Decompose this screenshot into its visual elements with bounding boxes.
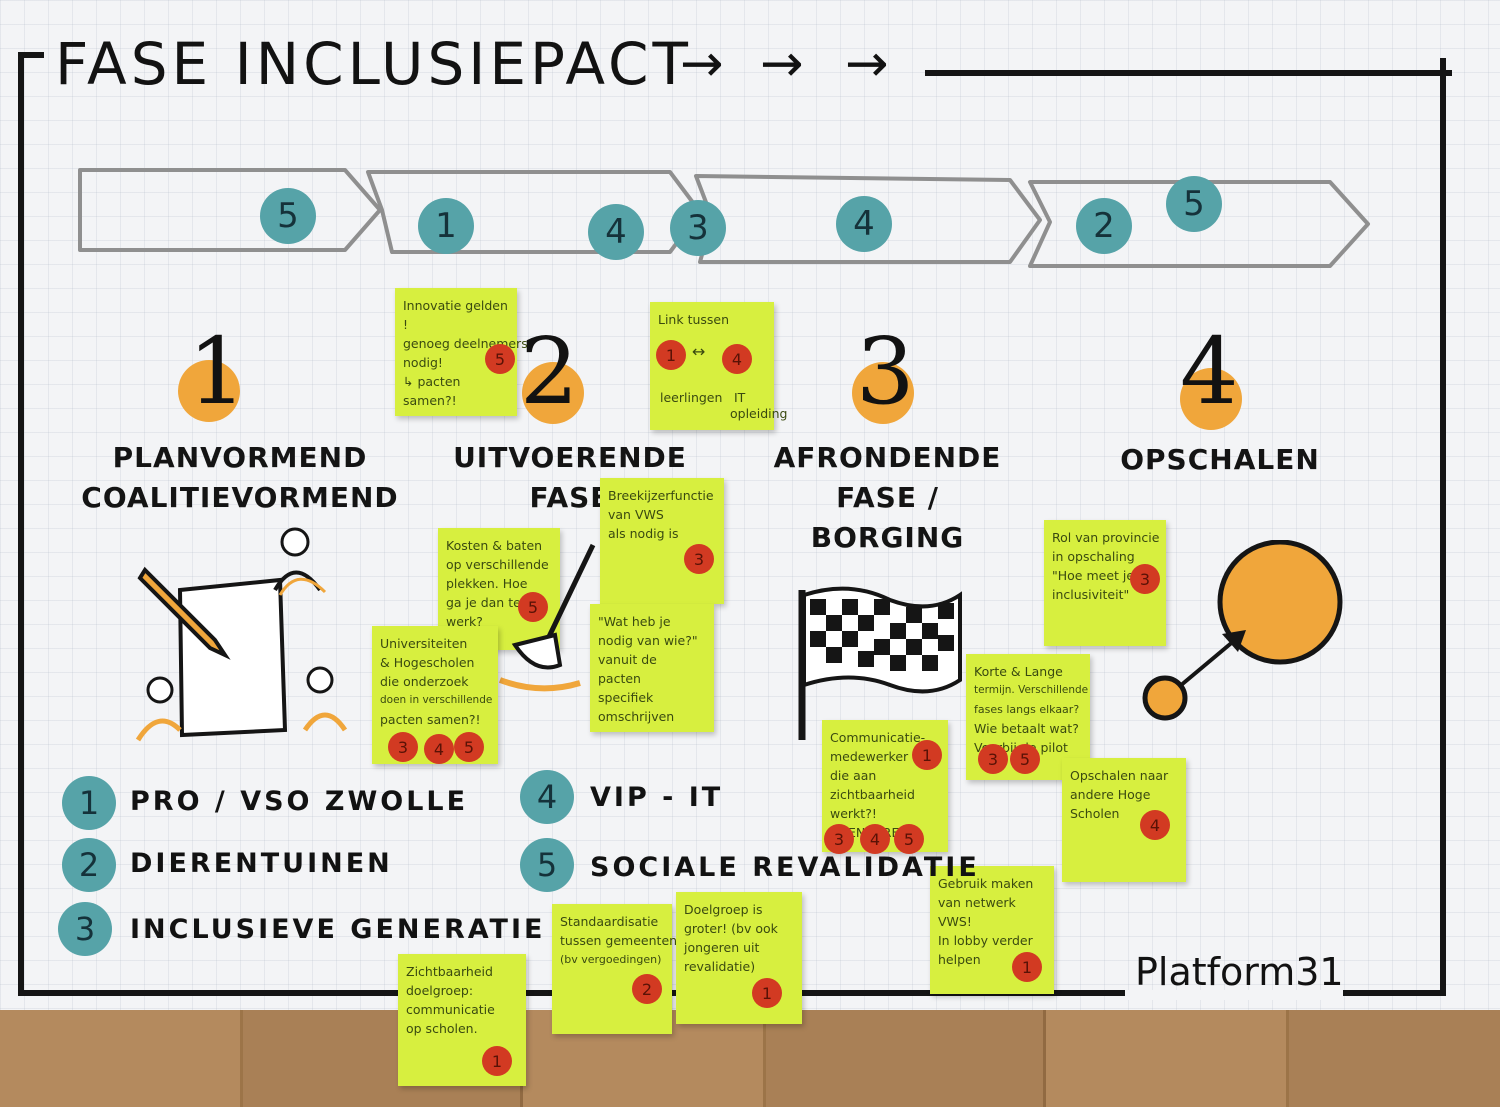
legend-dot: 1	[62, 776, 116, 830]
vote-dot: 1	[1012, 952, 1042, 982]
vote-dot: 3	[824, 824, 854, 854]
timeline-dot: 5	[260, 188, 316, 244]
vote-dot: 5	[485, 344, 515, 374]
page-title: FASE INCLUSIEPACT	[55, 30, 692, 98]
phase-number: 1	[188, 318, 247, 425]
timeline-chevrons	[78, 168, 1370, 268]
phase-blob	[1180, 368, 1242, 430]
legend-label: INCLUSIEVE GENERATIE	[130, 914, 546, 945]
vote-dot: 3	[978, 744, 1008, 774]
brand-logo-text: Platform31	[1135, 950, 1344, 994]
vote-dot: 3	[684, 544, 714, 574]
legend-dot: 3	[58, 902, 112, 956]
timeline-dot: 1	[418, 198, 474, 254]
frame-top-right	[925, 70, 1452, 76]
timeline-dot: 2	[1076, 198, 1132, 254]
phase-blob	[178, 360, 240, 422]
sticky-note: Link tussen 1 ↔ 4 leerlingen IT opleidin…	[650, 302, 787, 430]
frame-bottom-gap	[1125, 990, 1343, 1000]
link-arrow-icon: ↔	[692, 342, 706, 361]
shovel-drawing	[498, 543, 596, 692]
title-arrow-3: →	[845, 34, 889, 94]
vote-dot: 5	[454, 732, 484, 762]
wooden-floor	[0, 1010, 1500, 1107]
legend-label: VIP - IT	[590, 782, 724, 813]
planning-drawing	[135, 527, 348, 742]
phase-number: 2	[520, 318, 579, 425]
legend-dot: 2	[62, 838, 116, 892]
vote-dot: 5	[518, 592, 548, 622]
legend-dot: 5	[520, 838, 574, 892]
vote-dot: 2	[632, 974, 662, 1004]
timeline-dot: 4	[588, 204, 644, 260]
vote-dot: 5	[1010, 744, 1040, 774]
vote-dot: 3	[388, 732, 418, 762]
vote-dot: 1	[656, 340, 686, 370]
vote-dot: 4	[424, 734, 454, 764]
vote-dot: 3	[1130, 564, 1160, 594]
scaling-drawing	[1142, 540, 1343, 721]
checkered-flag-drawing	[798, 586, 962, 740]
phase-number: 4	[1180, 318, 1239, 425]
vote-dot: 1	[912, 740, 942, 770]
frame-top-left	[18, 52, 44, 58]
vote-dot: 1	[752, 978, 782, 1008]
vote-dot: 4	[722, 344, 752, 374]
vote-dot: 5	[894, 824, 924, 854]
phase-blob	[522, 362, 584, 424]
phase-number: 3	[856, 318, 915, 425]
timeline-dot: 4	[836, 196, 892, 252]
timeline-dot: 3	[670, 200, 726, 256]
phase-label: OPSCHALEN	[1120, 443, 1320, 476]
legend-label: PRO / VSO ZWOLLE	[130, 786, 469, 817]
title-arrow-2: →	[760, 34, 804, 94]
title-arrow-1: →	[680, 34, 724, 94]
vote-dot: 1	[482, 1046, 512, 1076]
legend-label: SOCIALE REVALIDATIE	[590, 852, 980, 883]
vote-dot: 4	[860, 824, 890, 854]
legend-label: DIERENTUINEN	[130, 848, 393, 879]
legend-dot: 4	[520, 770, 574, 824]
vote-dot: 4	[1140, 810, 1170, 840]
phase-blob	[852, 362, 914, 424]
timeline-dot: 5	[1166, 176, 1222, 232]
